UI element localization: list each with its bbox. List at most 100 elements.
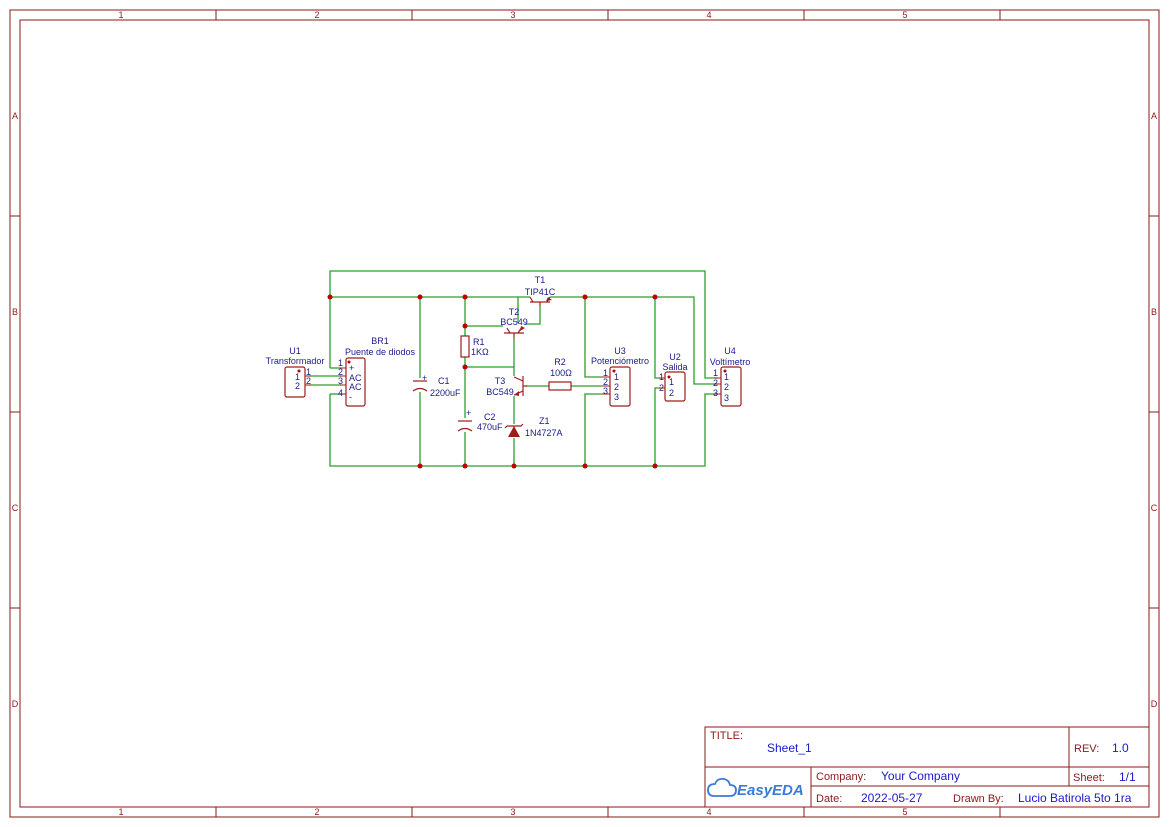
u3-pin-name-1: 1 xyxy=(614,372,619,382)
br1-bridge[interactable]: 1 2 3 4 + AC AC - BR1 Puente de diodos xyxy=(338,336,416,407)
u2-pin-name-1: 1 xyxy=(669,377,674,387)
u4-pin-num-1: 1 xyxy=(713,368,718,378)
u3-pin-num-1: 1 xyxy=(603,368,608,378)
c1-value: 2200uF xyxy=(430,388,461,398)
zone-row-b-right: B xyxy=(1151,307,1157,317)
u3-pin-name-2: 2 xyxy=(614,382,619,392)
zone-row-d-left: D xyxy=(12,699,19,709)
c1-ref: C1 xyxy=(438,376,450,386)
u3-ref: U3 xyxy=(614,346,626,356)
date-value: 2022-05-27 xyxy=(861,791,923,805)
u2-pin-num-1: 1 xyxy=(659,372,664,382)
title-block: TITLE: Sheet_1 REV: 1.0 EasyEDA Company:… xyxy=(704,726,1150,808)
sheet-frame xyxy=(9,9,1160,818)
u1-value: Transformador xyxy=(266,356,325,366)
rev-value: 1.0 xyxy=(1112,741,1129,755)
u4-pin-num-3: 3 xyxy=(713,388,718,398)
easyeda-logo: EasyEDA xyxy=(707,777,804,799)
r2-ref: R2 xyxy=(554,357,566,367)
z1-value: 1N4727A xyxy=(525,428,563,438)
u1-pin-num-2: 2 xyxy=(306,376,311,386)
drawn-by-label: Drawn By: xyxy=(953,793,1004,805)
drawn-by-value: Lucio Batirola 5to 1ra xyxy=(1018,791,1132,805)
br1-value: Puente de diodos xyxy=(345,347,416,357)
zone-col-5-bottom: 5 xyxy=(902,807,907,817)
u2-pin-num-2: 2 xyxy=(659,383,664,393)
u2-output-connector[interactable]: 1 2 1 2 U2 Salida xyxy=(659,352,688,402)
t2-ref: T2 xyxy=(509,307,520,317)
wires xyxy=(310,270,718,467)
c1-plus-icon: + xyxy=(422,373,427,383)
title-label: TITLE: xyxy=(710,730,743,742)
u1-pin-name-1: 1 xyxy=(295,372,300,382)
zone-row-d-right: D xyxy=(1151,699,1158,709)
r1-value: 1KΩ xyxy=(471,347,489,357)
zone-labels: 1 2 3 4 5 1 2 3 4 5 A B C D A B C D xyxy=(12,10,1158,817)
u1-transformer[interactable]: 1 2 1 2 U1 Transformador xyxy=(266,346,325,398)
u4-ref: U4 xyxy=(724,346,736,356)
r1-ref: R1 xyxy=(473,337,485,347)
u1-ref: U1 xyxy=(289,346,301,356)
c2-value: 470uF xyxy=(477,422,503,432)
u1-pin-num-1: 1 xyxy=(306,367,311,377)
zone-col-2-bottom: 2 xyxy=(314,807,319,817)
t3-ref: T3 xyxy=(495,376,506,386)
u3-potentiometer[interactable]: 1 2 3 1 2 3 U3 Potenciómetro xyxy=(591,346,649,407)
t1-transistor[interactable]: T1 TIP41C xyxy=(525,275,556,306)
rev-label: REV: xyxy=(1074,743,1099,755)
u3-value: Potenciómetro xyxy=(591,356,649,366)
u3-pin-name-3: 3 xyxy=(614,392,619,402)
br1-ref: BR1 xyxy=(371,336,389,346)
r1-resistor[interactable]: R1 1KΩ xyxy=(460,335,489,358)
company-label: Company: xyxy=(816,771,866,783)
br1-pin-name-4: - xyxy=(349,392,352,402)
br1-pin-num-1: 1 xyxy=(338,358,343,368)
u2-pin-name-2: 2 xyxy=(669,388,674,398)
zone-row-a-left: A xyxy=(12,111,18,121)
z1-ref: Z1 xyxy=(539,416,550,426)
u2-ref: U2 xyxy=(669,352,681,362)
zone-col-5-top: 5 xyxy=(902,10,907,20)
br1-pin-num-2: 2 xyxy=(338,367,343,377)
t3-value: BC549 xyxy=(486,387,514,397)
br1-pin-num-3: 3 xyxy=(338,376,343,386)
u4-pin-name-2: 2 xyxy=(724,382,729,392)
c1-capacitor[interactable]: + C1 2200uF xyxy=(412,373,461,398)
sheet-label: Sheet: xyxy=(1073,772,1105,784)
zone-col-1-top: 1 xyxy=(118,10,123,20)
company-value: Your Company xyxy=(881,769,960,783)
zone-col-3-bottom: 3 xyxy=(510,807,515,817)
zone-row-c-right: C xyxy=(1151,503,1158,513)
cloud-icon xyxy=(707,777,737,797)
t2-value: BC549 xyxy=(500,317,528,327)
u3-pin-num-2: 2 xyxy=(603,377,608,387)
u4-voltmeter[interactable]: 1 2 3 1 2 3 U4 Voltímetro xyxy=(710,346,751,407)
u4-pin-name-1: 1 xyxy=(724,372,729,382)
zone-row-b-left: B xyxy=(12,307,18,317)
t3-transistor[interactable]: T3 BC549 xyxy=(486,376,527,397)
br1-pin-name-2: AC xyxy=(349,373,362,383)
zone-col-2-top: 2 xyxy=(314,10,319,20)
t2-transistor[interactable]: T2 BC549 xyxy=(500,307,528,338)
zone-col-4-bottom: 4 xyxy=(706,807,711,817)
r2-resistor[interactable]: R2 100Ω xyxy=(548,357,572,391)
zone-row-c-left: C xyxy=(12,503,19,513)
t1-ref: T1 xyxy=(535,275,546,285)
br1-pin-num-4: 4 xyxy=(338,388,343,398)
u4-value: Voltímetro xyxy=(710,357,751,367)
zone-col-4-top: 4 xyxy=(706,10,711,20)
br1-pin-name-1: + xyxy=(349,363,354,373)
u2-value: Salida xyxy=(662,362,687,372)
junctions xyxy=(327,294,658,469)
br1-pin-name-3: AC xyxy=(349,382,362,392)
z1-zener-diode[interactable]: Z1 1N4727A xyxy=(504,416,563,438)
r2-value: 100Ω xyxy=(550,368,572,378)
date-label: Date: xyxy=(816,793,842,805)
u3-pin-num-3: 3 xyxy=(603,386,608,396)
c2-plus-icon: + xyxy=(466,408,471,418)
c2-capacitor[interactable]: + C2 470uF xyxy=(457,408,503,432)
t1-value: TIP41C xyxy=(525,287,556,297)
zone-row-a-right: A xyxy=(1151,111,1157,121)
zone-col-3-top: 3 xyxy=(510,10,515,20)
